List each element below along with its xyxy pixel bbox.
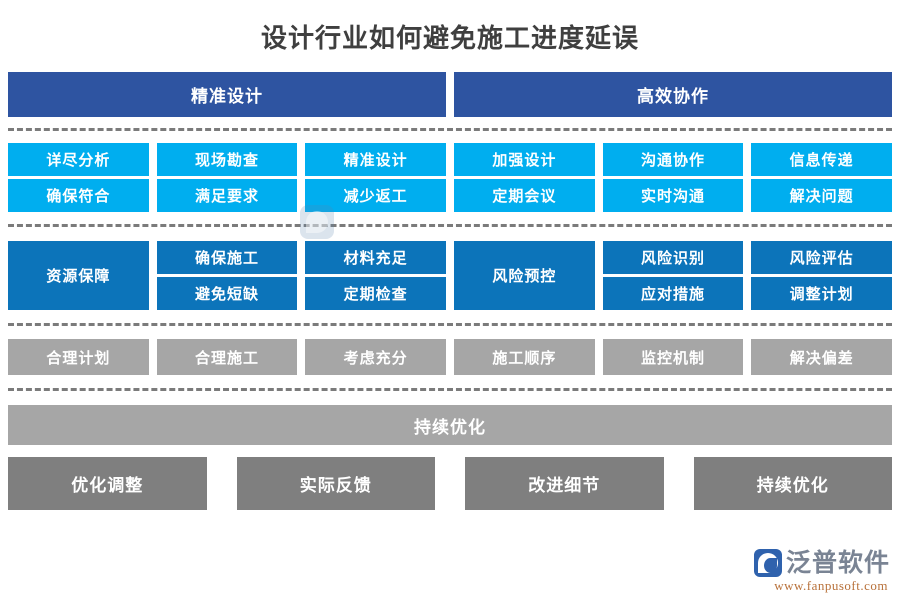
cell-resolve-deviation[interactable]: 解决偏差 — [751, 339, 893, 375]
cell-response-measures[interactable]: 应对措施 — [602, 277, 744, 310]
cyan-right-column-3: 信息传递 解决问题 — [751, 143, 893, 212]
cell-meet-requirements[interactable]: 满足要求 — [156, 179, 298, 212]
cell-detailed-analysis[interactable]: 详尽分析 — [8, 143, 149, 176]
pillar-efficient-collaboration[interactable]: 高效协作 — [454, 72, 892, 117]
fanpu-logo-icon — [753, 549, 782, 577]
cell-sufficient-materials[interactable]: 材料充足 — [305, 241, 447, 274]
blue-left-half: 资源保障 确保施工 避免短缺 材料充足 定期检查 — [8, 241, 447, 310]
cyan-right-column-1: 加强设计 定期会议 — [454, 143, 595, 212]
separator-1 — [8, 128, 892, 131]
cyan-left-column-1: 详尽分析 确保符合 — [8, 143, 149, 212]
box-improve-details[interactable]: 改进细节 — [465, 457, 664, 510]
page-title: 设计行业如何避免施工进度延误 — [260, 24, 639, 53]
continuous-optimization-bar[interactable]: 持续优化 — [8, 405, 892, 445]
blue-cell-block: 资源保障 确保施工 避免短缺 材料充足 定期检查 风险预控 风险识别 应对措施 … — [8, 241, 893, 310]
box-continuous-optimization[interactable]: 持续优化 — [693, 457, 892, 510]
pillar-header-row: 精准设计 高效协作 — [8, 72, 892, 117]
cell-ensure-construction[interactable]: 确保施工 — [156, 241, 298, 274]
cell-full-consideration[interactable]: 考虑充分 — [305, 339, 447, 375]
cyan-right-column-2: 沟通协作 实时沟通 — [602, 143, 744, 212]
blue-left-column-2: 材料充足 定期检查 — [305, 241, 447, 310]
cell-construction-sequence[interactable]: 施工顺序 — [454, 339, 595, 375]
cyan-right-half: 加强设计 定期会议 沟通协作 实时沟通 信息传递 解决问题 — [454, 143, 893, 212]
cell-information-transfer[interactable]: 信息传递 — [751, 143, 893, 176]
bottom-box-row: 优化调整 实际反馈 改进细节 持续优化 — [8, 457, 892, 510]
cell-ensure-compliance[interactable]: 确保符合 — [8, 179, 149, 212]
cell-solve-problems[interactable]: 解决问题 — [751, 179, 893, 212]
cell-reduce-rework[interactable]: 减少返工 — [305, 179, 447, 212]
cell-reasonable-plan[interactable]: 合理计划 — [8, 339, 149, 375]
cell-communication-collaboration[interactable]: 沟通协作 — [602, 143, 744, 176]
watermark: 泛普软件 www.fanpusoft.com — [753, 549, 890, 594]
blue-right-span-column: 风险预控 — [454, 241, 595, 310]
gray-cell-row: 合理计划 合理施工 考虑充分 施工顺序 监控机制 解决偏差 — [8, 339, 893, 375]
cell-regular-meetings[interactable]: 定期会议 — [454, 179, 595, 212]
pillar-precise-design[interactable]: 精准设计 — [8, 72, 446, 117]
box-actual-feedback[interactable]: 实际反馈 — [236, 457, 435, 510]
cell-monitoring-mechanism[interactable]: 监控机制 — [602, 339, 744, 375]
cell-site-survey[interactable]: 现场勘查 — [156, 143, 298, 176]
separator-4 — [8, 388, 892, 391]
watermark-brand-row: 泛普软件 — [753, 549, 890, 577]
blue-left-column-1: 确保施工 避免短缺 — [156, 241, 298, 310]
cell-risk-identification[interactable]: 风险识别 — [602, 241, 744, 274]
cell-avoid-shortage[interactable]: 避免短缺 — [156, 277, 298, 310]
cell-adjust-plan[interactable]: 调整计划 — [751, 277, 893, 310]
cyan-left-half: 详尽分析 确保符合 现场勘查 满足要求 精准设计 减少返工 — [8, 143, 447, 212]
blue-left-span-column: 资源保障 — [8, 241, 149, 310]
separator-3 — [8, 323, 892, 326]
cell-regular-inspection[interactable]: 定期检查 — [305, 277, 447, 310]
cell-strengthen-design[interactable]: 加强设计 — [454, 143, 595, 176]
cyan-cell-block: 详尽分析 确保符合 现场勘查 满足要求 精准设计 减少返工 加强设计 定期会议 … — [8, 143, 893, 212]
cell-reasonable-construction[interactable]: 合理施工 — [156, 339, 298, 375]
watermark-url: www.fanpusoft.com — [774, 578, 888, 593]
cell-realtime-communication[interactable]: 实时沟通 — [602, 179, 744, 212]
cyan-left-column-3: 精准设计 减少返工 — [305, 143, 447, 212]
separator-2 — [8, 224, 892, 227]
cyan-left-column-2: 现场勘查 满足要求 — [156, 143, 298, 212]
blue-right-half: 风险预控 风险识别 应对措施 风险评估 调整计划 — [454, 241, 893, 310]
blue-right-column-2: 风险评估 调整计划 — [751, 241, 893, 310]
blue-right-column-1: 风险识别 应对措施 — [602, 241, 744, 310]
cell-resource-assurance[interactable]: 资源保障 — [8, 241, 149, 310]
watermark-brand-text: 泛普软件 — [785, 549, 890, 577]
cell-risk-prevention[interactable]: 风险预控 — [454, 241, 595, 310]
cell-precise-design[interactable]: 精准设计 — [305, 143, 447, 176]
cell-risk-assessment[interactable]: 风险评估 — [751, 241, 893, 274]
box-optimization-adjustment[interactable]: 优化调整 — [8, 457, 207, 510]
